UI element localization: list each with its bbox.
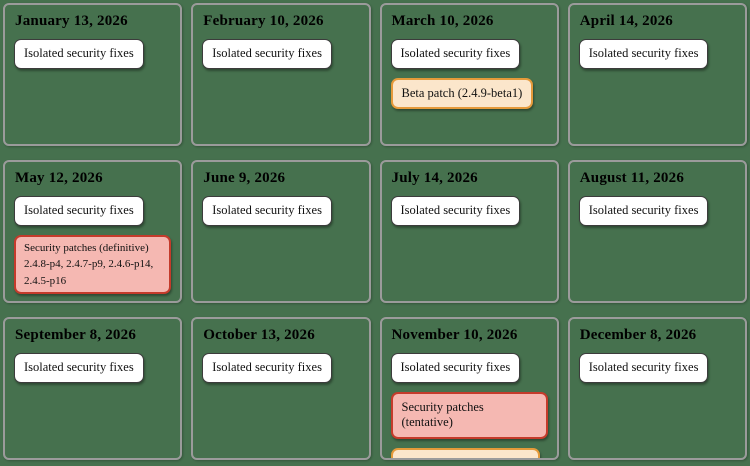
event-label: Isolated security fixes <box>400 46 511 60</box>
event-badge: Security patches (definitive) 2.4.8-p4, 2… <box>14 234 172 295</box>
event-badge: Isolated security fixes <box>578 39 709 69</box>
event-label: Security patches (tentative) <box>401 399 484 430</box>
event-badge: Beta patch (2.4.9-beta1) <box>390 77 534 110</box>
month-title: December 8, 2026 <box>579 327 697 343</box>
event-sublabel: 2.4.8-p4, 2.4.7-p9, 2.4.6-p14, 2.4.5-p16 <box>24 258 154 287</box>
event-label: Isolated security fixes <box>212 203 322 217</box>
month-title: March 10, 2026 <box>391 13 494 29</box>
month-title: September 8, 2026 <box>15 327 137 343</box>
event-badge: Isolated security fixes <box>202 353 332 383</box>
event-badge: Isolated security fixes <box>390 39 521 69</box>
event-label: Isolated security fixes <box>588 203 699 217</box>
month-title: June 9, 2026 <box>203 170 286 186</box>
month-title: May 12, 2026 <box>15 170 103 186</box>
event-label: Isolated security fixes <box>400 203 511 217</box>
month-title: November 10, 2026 <box>391 327 518 343</box>
event-label: Isolated security fixes <box>212 360 322 374</box>
event-label: Beta patch (2.4.9-beta1) <box>401 85 523 100</box>
event-badge: Isolated security fixes <box>202 39 332 69</box>
event-badge: Isolated security fixes <box>14 39 144 69</box>
event-label: Isolated security fixes <box>212 46 322 60</box>
event-label: Beta patch (2.4.10-beta1) <box>402 456 529 458</box>
event-badge: Isolated security fixes <box>14 196 144 226</box>
event-label: Isolated security fixes <box>24 203 134 217</box>
month-title: August 11, 2026 <box>579 170 685 186</box>
event-label: Isolated security fixes <box>588 360 699 374</box>
month-title: October 13, 2026 <box>203 327 315 343</box>
event-badge: Beta patch (2.4.10-beta1) <box>390 447 540 458</box>
month-title: February 10, 2026 <box>203 13 324 29</box>
event-badge: Isolated security fixes <box>578 353 709 383</box>
event-badge: Isolated security fixes <box>14 353 144 383</box>
event-badge: Isolated security fixes <box>578 196 709 226</box>
month-title: July 14, 2026 <box>391 170 478 186</box>
event-badge: Isolated security fixes <box>390 353 521 383</box>
event-label: Isolated security fixes <box>24 46 134 60</box>
month-title: January 13, 2026 <box>15 13 128 29</box>
event-badge: Isolated security fixes <box>390 196 521 226</box>
event-badge: Isolated security fixes <box>202 196 332 226</box>
event-label: Isolated security fixes <box>24 360 134 374</box>
event-label: Security patches (definitive) <box>24 241 149 254</box>
event-label: Isolated security fixes <box>400 360 511 374</box>
month-title: April 14, 2026 <box>579 13 673 29</box>
event-badge: Security patches (tentative) <box>390 391 548 439</box>
event-label: Isolated security fixes <box>588 46 699 60</box>
